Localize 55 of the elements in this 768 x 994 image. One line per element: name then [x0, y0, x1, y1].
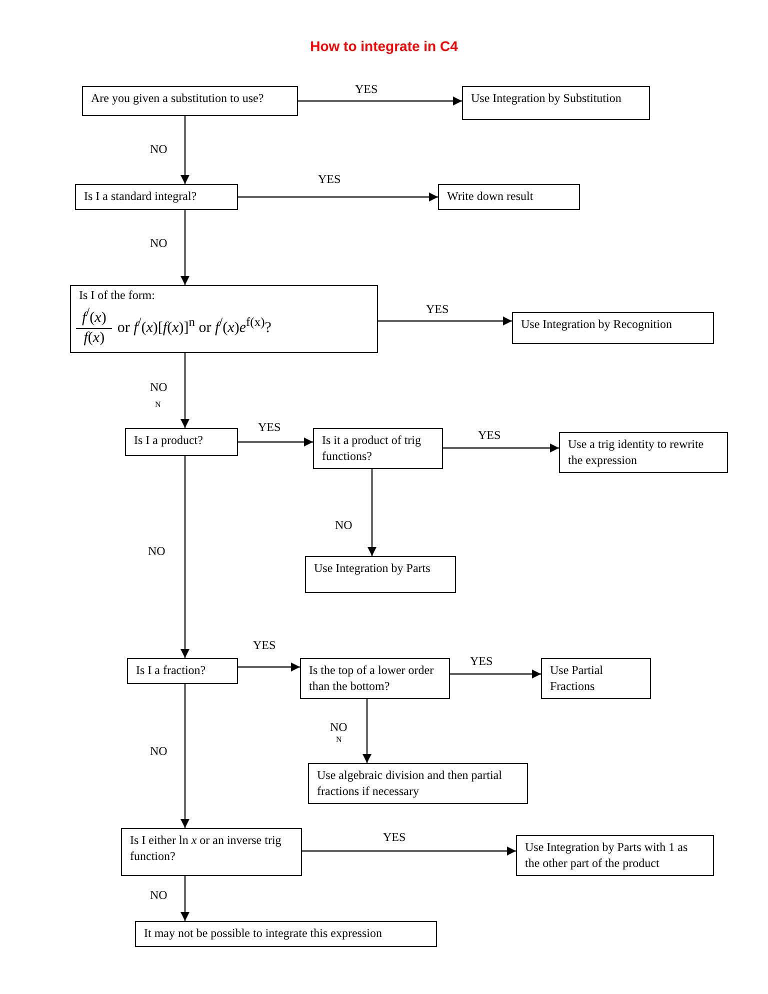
edge-label: YES: [355, 82, 378, 97]
process-box: Is I either ln x or an inverse trig function?: [121, 828, 302, 876]
note-label: N: [155, 400, 161, 409]
arrow: [180, 116, 190, 184]
arrow: [362, 698, 372, 763]
process-box: It may not be possible to integrate this expression: [135, 921, 437, 947]
edge-label: NO: [150, 888, 168, 903]
arrow: [368, 468, 376, 556]
edge-label: NO: [150, 236, 168, 251]
arrow: [450, 670, 541, 678]
process-box: Use Integration by Parts: [305, 556, 456, 593]
process-box: Use a trig identity to rewrite the expression: [559, 432, 728, 474]
arrow: [180, 456, 190, 658]
arrow: [378, 316, 512, 326]
edge-label: YES: [258, 420, 281, 435]
process-box: Is I a product?: [125, 428, 238, 456]
edge-label: NO: [330, 720, 348, 735]
arrow: [180, 876, 190, 921]
edge-label: NO: [148, 544, 166, 559]
edge-label: YES: [253, 638, 276, 653]
process-box: Use Partial Fractions: [541, 658, 651, 700]
process-box: Are you given a substitution to use?: [82, 86, 298, 116]
process-box: Is I a fraction?: [127, 658, 238, 684]
arrow: [180, 210, 190, 285]
diagram-title: How to integrate in C4: [309, 38, 459, 54]
edge-label: NO: [150, 380, 168, 395]
arrow: [238, 192, 438, 202]
process-box: Is I a standard integral?: [75, 184, 238, 210]
arrow: [298, 96, 462, 106]
process-box: Use algebraic division and then partial fractions if necessary: [308, 763, 528, 804]
process-box: Use Integration by Substitution: [462, 86, 650, 120]
process-box: Use Integration by Recognition: [512, 312, 714, 344]
box-heading: Is I of the form:: [79, 288, 156, 304]
edge-label: NO: [335, 518, 352, 533]
arrow: [180, 684, 190, 828]
process-box: [70, 285, 378, 353]
edge-label: YES: [478, 428, 501, 443]
note-label: N: [336, 735, 342, 744]
process-box: Is it a product of trig functions?: [313, 428, 443, 470]
arrow: [238, 438, 313, 446]
formula-text: or f$^{/}$(x)[f(x)]$^{n}$ or f$^{/}$(x)e$^{f(x)}$?: [117, 314, 272, 338]
edge-label: NO: [150, 142, 168, 157]
process-box: Use Integration by Parts with 1 as the other part of the product: [516, 835, 714, 876]
arrow: [180, 353, 190, 428]
arrow: [238, 662, 300, 672]
edge-label: YES: [318, 172, 341, 187]
edge-label: NO: [150, 744, 168, 759]
edge-label: YES: [383, 830, 406, 845]
arrow: [302, 846, 516, 856]
arrow: [443, 444, 559, 452]
edge-label: YES: [470, 654, 493, 669]
process-box: Is the top of a lower order than the bottom?: [300, 658, 450, 700]
edge-label: YES: [426, 302, 449, 317]
fraction: f$^{/}$(x) f(x): [79, 304, 110, 349]
process-box: Write down result: [438, 184, 580, 210]
